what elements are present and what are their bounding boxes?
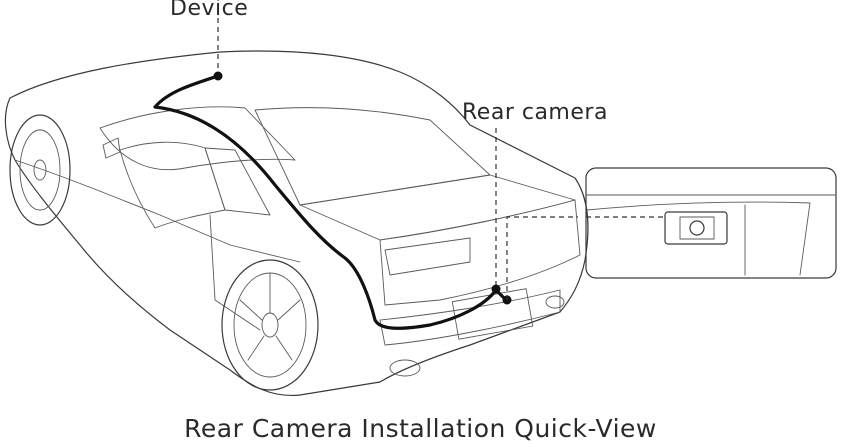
front-wheel [10, 115, 70, 225]
cable-route [155, 76, 506, 328]
device-label: Device [170, 0, 248, 21]
rear-wheel [222, 260, 318, 390]
rear-camera-point [492, 285, 501, 294]
camera-lens-icon [690, 221, 704, 235]
zoom-callout-line [507, 217, 578, 300]
camera-zoom-inset [586, 168, 836, 278]
device-point [214, 72, 223, 81]
diagram-caption: Rear Camera Installation Quick-View [0, 414, 841, 443]
rear-camera-label: Rear camera [462, 100, 608, 125]
